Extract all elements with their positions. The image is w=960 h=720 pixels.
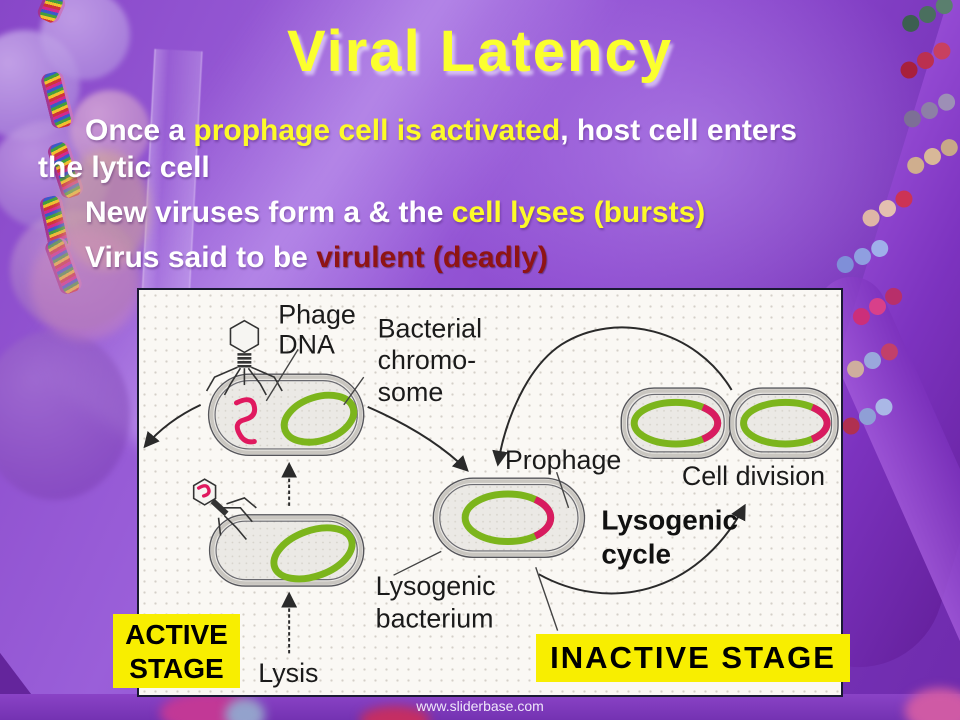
label-bacterial-chromosome: chromo- bbox=[378, 345, 476, 375]
prophage-segment bbox=[701, 404, 722, 443]
bullet-text: , host cell enters bbox=[560, 114, 797, 147]
label-cell-division: Cell division bbox=[682, 461, 825, 491]
active-stage-line1: ACTIVE bbox=[125, 619, 228, 650]
bacterial-chromosome bbox=[270, 524, 356, 583]
footer-url: www.sliderbase.com bbox=[416, 698, 544, 714]
lysogenic-cycle-diagram: Phage DNA Bacterial chromo- some Prophag… bbox=[143, 300, 839, 688]
arrow-left-out bbox=[143, 403, 202, 449]
bullet-list: Once a prophage cell is activated, host … bbox=[38, 112, 930, 276]
label-lysogenic-bacterium: bacterium bbox=[376, 604, 494, 634]
bullet-text-virulent: virulent (deadly) bbox=[316, 241, 548, 274]
bullet-text: Once a bbox=[85, 114, 194, 147]
bg-blob bbox=[30, 230, 140, 340]
bg-blob bbox=[60, 150, 150, 270]
leader-lines bbox=[265, 349, 570, 631]
label-phage-dna: DNA bbox=[278, 329, 335, 359]
bullet-text: the lytic cell bbox=[38, 151, 210, 184]
bullet-1: Once a prophage cell is activated, host … bbox=[38, 112, 930, 186]
bacterium-active bbox=[208, 514, 365, 587]
arrow-to-lysogenic bbox=[367, 405, 469, 472]
bullet-2: New viruses form a & the cell lyses (bur… bbox=[38, 194, 930, 231]
prophage-segment bbox=[533, 496, 555, 540]
bacterium-lysogenic bbox=[432, 477, 586, 559]
diagram-panel: Phage DNA Bacterial chromo- some Prophag… bbox=[137, 288, 843, 697]
label-lysogenic-bacterium: Lysogenic bbox=[376, 571, 496, 601]
page-title: Viral Latency bbox=[286, 19, 673, 84]
label-bacterial-chromosome: some bbox=[378, 377, 444, 407]
label-lysogenic-cycle: Lysogenic bbox=[601, 505, 738, 536]
bullet-text: Virus said to be bbox=[85, 241, 317, 274]
label-lysis: Lysis bbox=[258, 658, 318, 688]
label-lysogenic-cycle: cycle bbox=[601, 538, 671, 569]
phage-dna-squiggle bbox=[233, 397, 258, 445]
bg-blob bbox=[360, 706, 430, 720]
bg-blob bbox=[225, 698, 265, 720]
flow-arrows bbox=[143, 326, 746, 654]
phage-icon bbox=[205, 319, 283, 396]
arrow-return-arc bbox=[492, 326, 733, 467]
label-bacterial-chromosome: Bacterial bbox=[378, 314, 482, 344]
active-stage-line2: STAGE bbox=[129, 653, 224, 684]
bullet-3: Virus said to be virulent (deadly) bbox=[38, 239, 930, 276]
label-prophage: Prophage bbox=[505, 445, 621, 475]
bullet-text-highlight: prophage cell is activated bbox=[193, 114, 561, 147]
inactive-stage-badge: INACTIVE STAGE bbox=[536, 634, 850, 682]
label-phage-dna: Phage bbox=[278, 300, 356, 330]
active-stage-badge: ACTIVE STAGE bbox=[113, 614, 240, 688]
phage-icon bbox=[192, 478, 257, 541]
cell-division-pair bbox=[620, 387, 839, 460]
bullet-text-highlight: cell lyses (bursts) bbox=[451, 196, 706, 229]
bullet-text: New viruses form a & the bbox=[85, 196, 452, 229]
bg-sphere bbox=[0, 330, 130, 500]
prophage-segment bbox=[810, 404, 831, 443]
bacterial-chromosome bbox=[280, 391, 358, 446]
arrow-cycle-arc bbox=[538, 503, 746, 595]
